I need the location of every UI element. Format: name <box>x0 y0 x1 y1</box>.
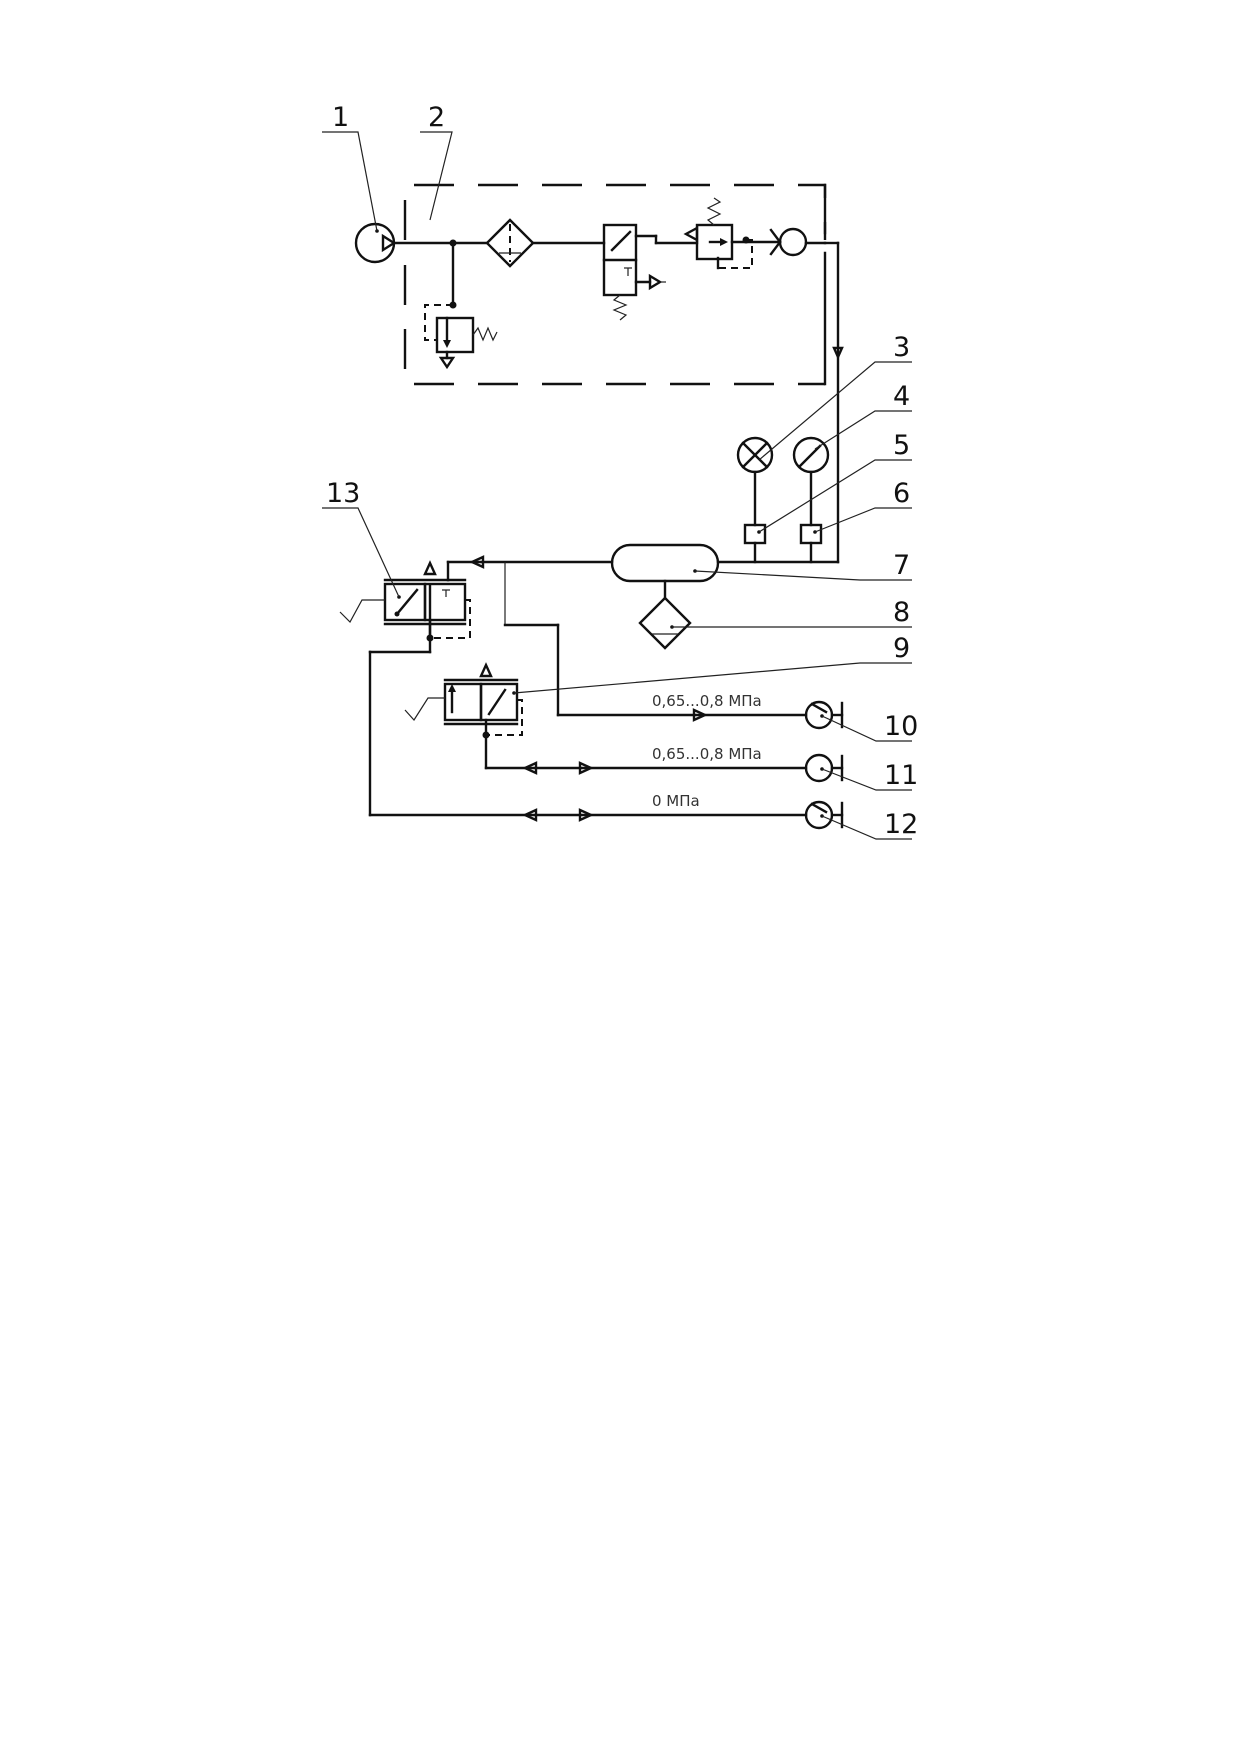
compressor-symbol <box>354 222 397 264</box>
label-6: 6 <box>893 478 910 509</box>
label-2: 2 <box>428 102 445 133</box>
coupling-11-symbol <box>804 753 844 783</box>
output-line-11 <box>484 761 808 775</box>
supply-line <box>392 234 844 564</box>
coupling-12-symbol <box>804 800 844 830</box>
label-13: 13 <box>326 478 360 509</box>
pressure-gauge-symbol <box>792 436 830 564</box>
pressure-label-line-10: 0,65...0,8 МПа <box>652 692 762 710</box>
distribution-line <box>446 555 808 722</box>
position-labels: 1 2 3 4 5 6 7 8 9 10 11 12 13 <box>326 102 918 840</box>
relief-valve-symbol <box>424 241 498 370</box>
manual-valve-13-symbol <box>339 560 471 654</box>
label-7: 7 <box>893 550 910 581</box>
label-10: 10 <box>884 711 918 742</box>
pressure-label-line-11: 0,65...0,8 МПа <box>652 745 762 763</box>
pressure-regulator-symbol <box>683 197 753 270</box>
receiver-tank-symbol <box>610 543 840 600</box>
output-line-12 <box>368 650 808 822</box>
label-1: 1 <box>332 102 349 133</box>
directional-valve-symbol <box>602 223 666 321</box>
label-8: 8 <box>893 597 910 628</box>
manual-valve-9-symbol <box>404 578 523 770</box>
drain-filter-symbol <box>638 596 692 650</box>
label-11: 11 <box>884 760 918 791</box>
leader-lines <box>322 131 912 840</box>
coupling-10-symbol <box>804 700 844 730</box>
label-9: 9 <box>893 633 910 664</box>
signal-lamp-symbol <box>736 436 774 564</box>
check-valve-symbol <box>769 227 808 257</box>
pressure-labels: 0,65...0,8 МПа 0,65...0,8 МПа 0 МПа <box>652 692 762 810</box>
pressure-label-line-12: 0 МПа <box>652 792 700 810</box>
label-5: 5 <box>893 430 910 461</box>
label-3: 3 <box>893 332 910 363</box>
compressor-unit-frame <box>403 183 827 386</box>
filter-symbol <box>485 218 535 268</box>
label-4: 4 <box>893 381 910 412</box>
label-12: 12 <box>884 809 918 840</box>
